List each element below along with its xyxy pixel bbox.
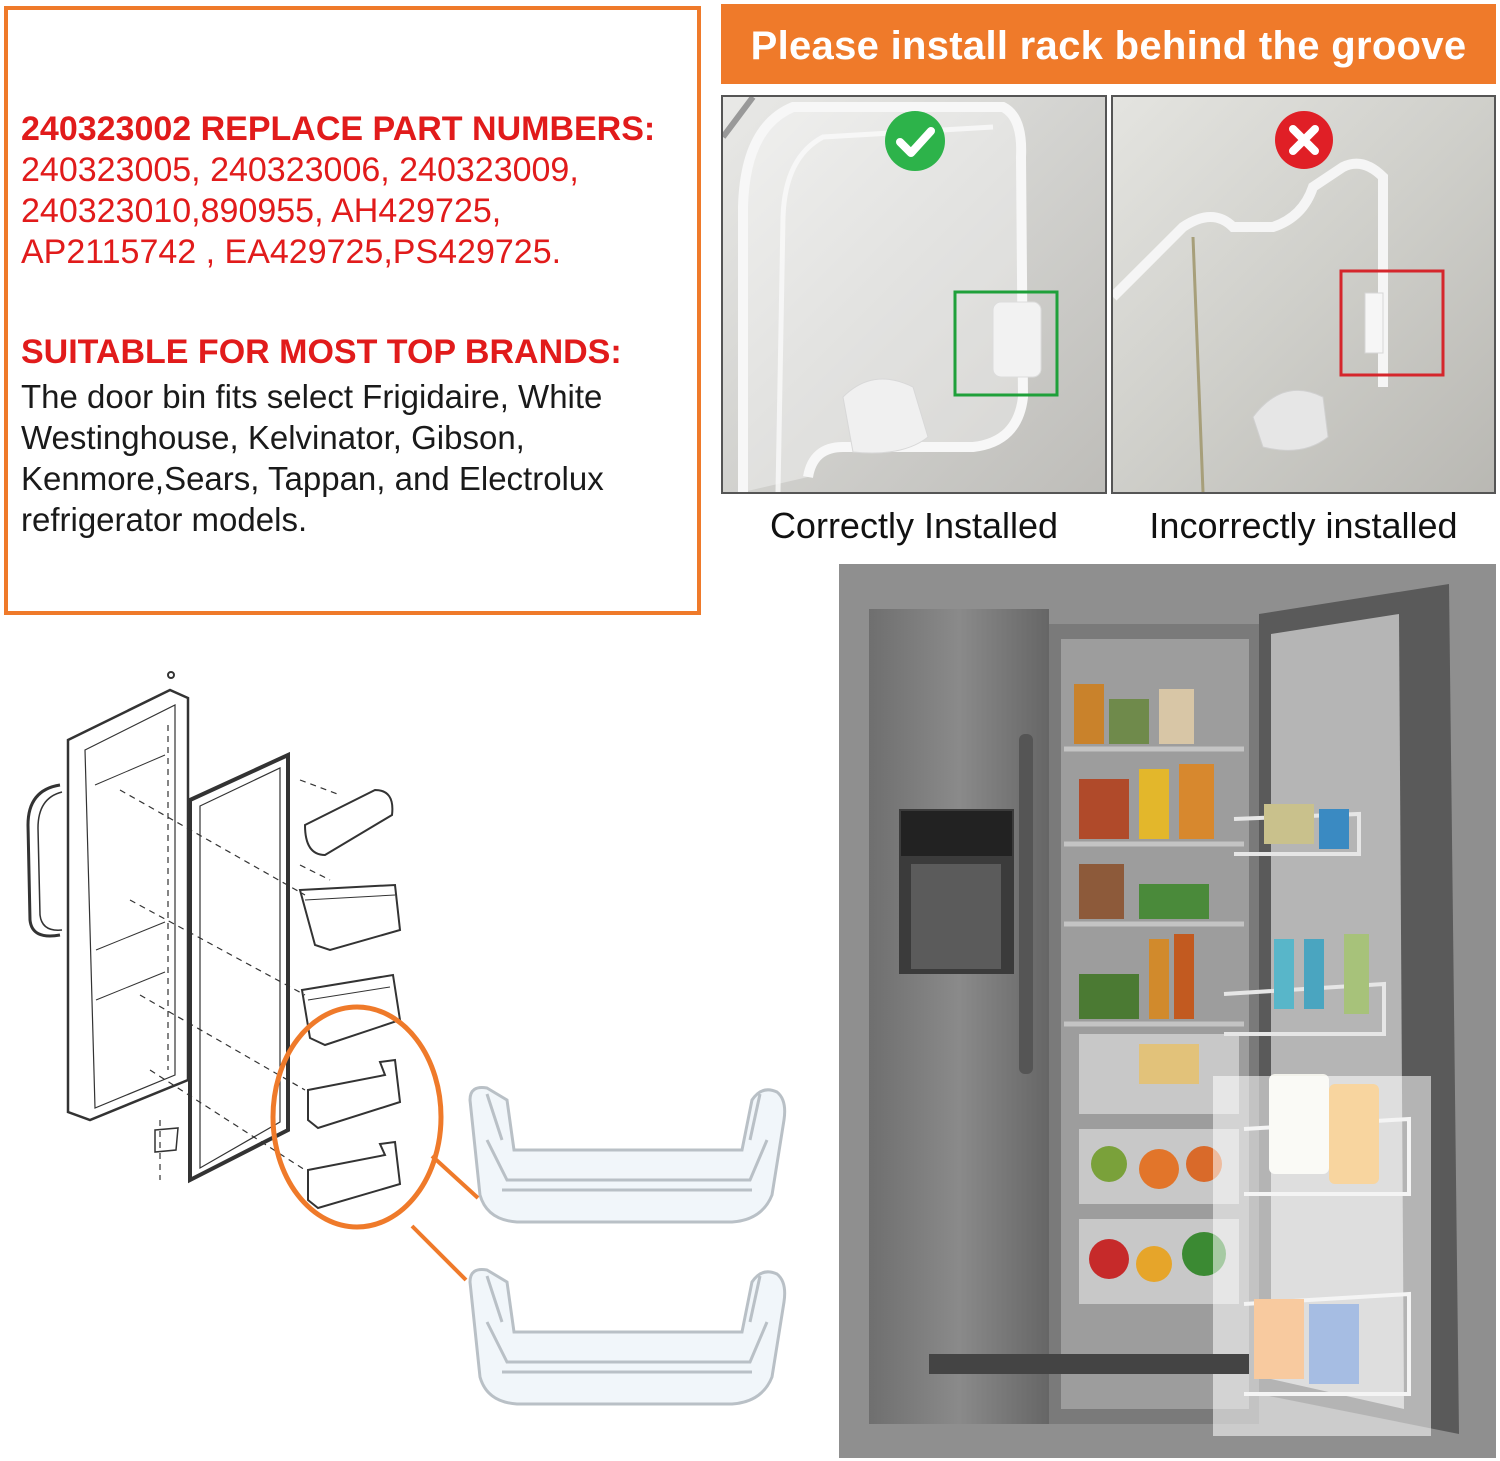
- correct-install-photo: [721, 95, 1107, 494]
- install-banner: Please install rack behind the groove: [721, 4, 1496, 84]
- part-numbers-line: 240323005, 240323006, 240323009,: [21, 151, 579, 189]
- door-bin-lower: [468, 1268, 787, 1406]
- info-box: 240323002 REPLACE PART NUMBERS: 24032300…: [4, 6, 701, 615]
- brands-line: Westinghouse, Kelvinator, Gibson,: [21, 419, 525, 456]
- incorrect-caption: Incorrectly installed: [1149, 505, 1458, 546]
- check-circle-icon: [885, 111, 945, 171]
- part-numbers-line: 240323010,890955, AH429725,: [21, 192, 502, 230]
- incorrect-install-illustration: [1113, 158, 1445, 492]
- part-numbers-heading: 240323002 REPLACE PART NUMBERS:: [21, 110, 656, 148]
- door-bin-upper: [468, 1086, 787, 1224]
- incorrect-install-photo: [1111, 95, 1496, 494]
- banner-text: Please install rack behind the groove: [750, 24, 1467, 68]
- correct-caption: Correctly Installed: [769, 505, 1059, 546]
- correct-install-illustration: [723, 97, 1059, 492]
- brands-line: Kenmore,Sears, Tappan, and Electrolux: [21, 460, 604, 497]
- brands-heading: SUITABLE FOR MOST TOP BRANDS:: [21, 333, 622, 371]
- part-numbers-line: AP2115742 , EA429725,PS429725.: [21, 233, 562, 271]
- refrigerator-photo: [839, 564, 1496, 1458]
- exploded-door-diagram: [26, 671, 480, 1282]
- refrigerator-illustration: [869, 584, 1459, 1436]
- x-circle-icon: [1275, 111, 1333, 169]
- brands-line: refrigerator models.: [21, 501, 308, 538]
- brands-line: The door bin fits select Frigidaire, Whi…: [21, 378, 603, 415]
